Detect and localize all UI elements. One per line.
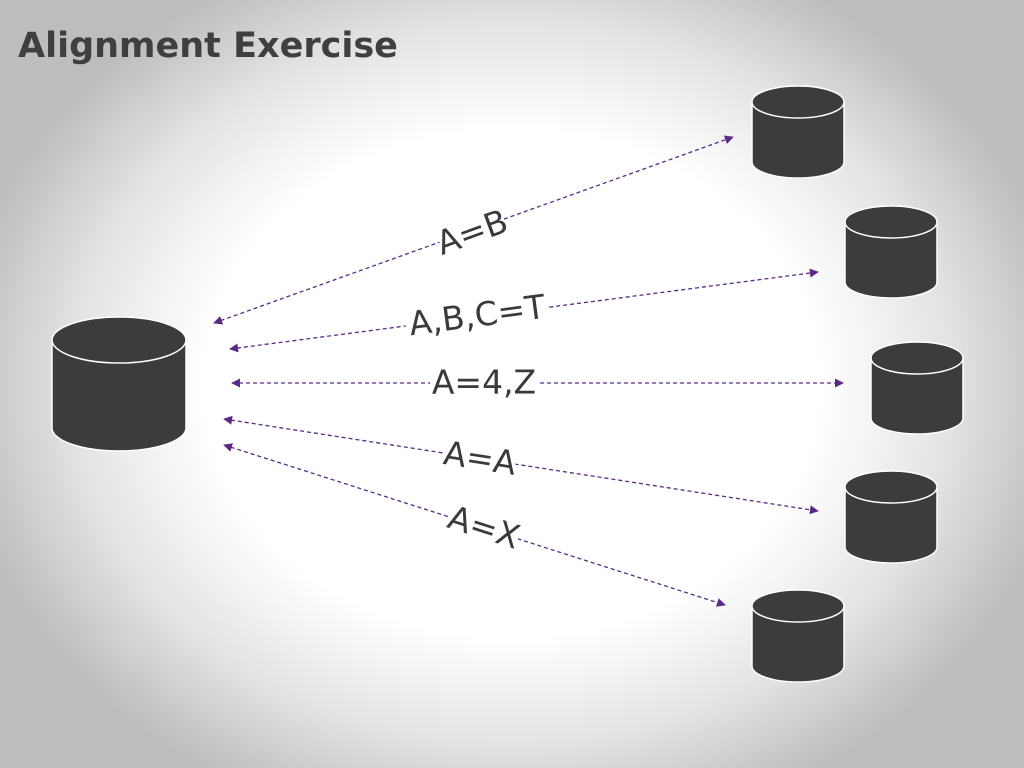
link-label-3: A=4,Z	[432, 363, 536, 402]
link-label-4-group: A=A	[441, 433, 519, 483]
link-label-5: A=X	[443, 497, 524, 556]
target-database-1-icon	[751, 85, 845, 179]
target-database-5-icon	[751, 589, 845, 683]
slide-title: Alignment Exercise	[18, 26, 398, 66]
target-database-2-icon	[844, 205, 938, 299]
link-label-2-group: A,B,C=T	[403, 287, 551, 344]
link-label-4: A=A	[441, 433, 519, 483]
link-label-3-group: A=4,Z	[430, 363, 538, 402]
link-label-5-group: A=X	[443, 497, 524, 556]
link-label-1-group: A=B	[431, 201, 513, 263]
link-arrow-4	[223, 415, 819, 515]
link-label-2: A,B,C=T	[407, 287, 549, 344]
link-label-1: A=B	[431, 201, 513, 263]
target-database-3-icon	[870, 341, 964, 435]
target-database-4-icon	[844, 470, 938, 564]
source-database-icon	[51, 316, 187, 452]
